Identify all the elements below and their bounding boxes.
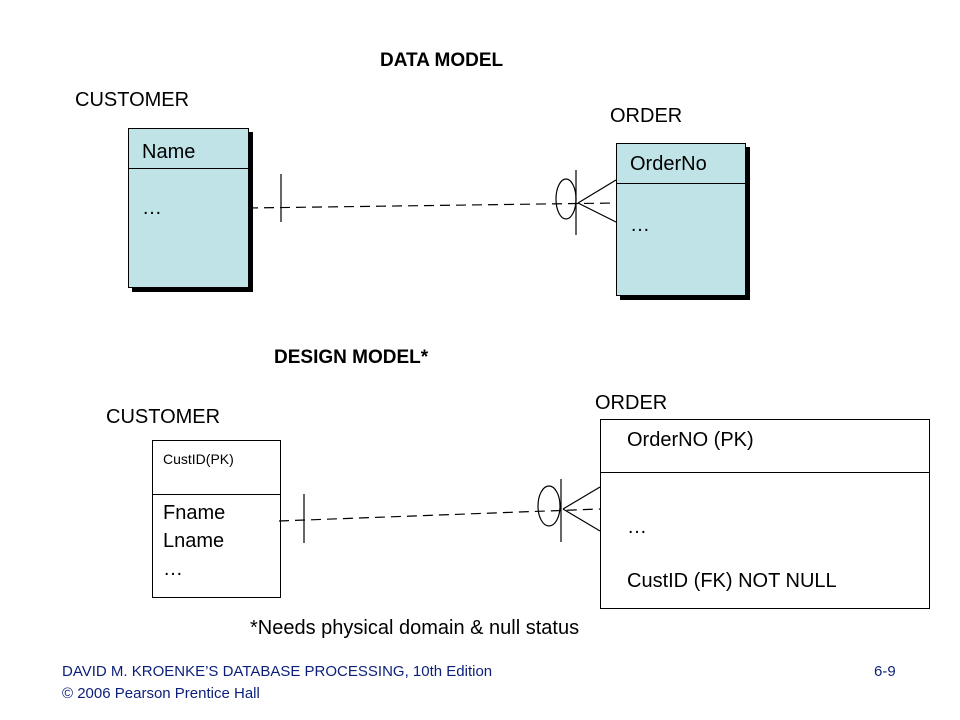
data-customer-header-text: Name <box>142 141 196 163</box>
data-customer-header <box>129 129 248 169</box>
design-relationship-line <box>278 508 601 522</box>
design-order-table[interactable]: OrderNO (PK) … CustID (FK) NOT NULL <box>600 419 930 609</box>
design-order-separator <box>601 472 929 473</box>
design-customer-separator <box>153 494 280 495</box>
data-customer-entity[interactable]: Name … <box>128 128 249 288</box>
design-order-pk: OrderNO (PK) <box>627 429 754 451</box>
design-customer-field-more: … <box>163 558 183 580</box>
data-order-header-text: OrderNo <box>630 153 707 175</box>
design-order-field-more: … <box>627 516 647 538</box>
design-order-label: ORDER <box>595 392 668 414</box>
data-order-label: ORDER <box>610 105 683 127</box>
design-crow-upper <box>562 486 601 510</box>
design-optional-circle <box>537 485 561 527</box>
data-order-entity[interactable]: OrderNo … <box>616 143 746 296</box>
footer-book-title: DAVID M. KROENKE’S DATABASE PROCESSING, … <box>62 663 493 680</box>
data-order-body-text: … <box>630 214 650 236</box>
data-order-header <box>617 144 745 184</box>
design-crow-lower <box>562 508 601 532</box>
data-crow-lower <box>577 202 617 223</box>
design-customer-pk: CustID(PK) <box>163 451 234 467</box>
footer-copyright: © 2006 Pearson Prentice Hall <box>62 685 260 702</box>
data-customer-body-text: … <box>142 197 162 219</box>
design-customer-field-fname: Fname <box>163 502 226 524</box>
design-model-title: DESIGN MODEL* <box>274 347 429 368</box>
design-customer-table[interactable]: CustID(PK) Fname Lname … <box>152 440 281 598</box>
footnote: *Needs physical domain & null status <box>250 617 580 639</box>
data-relationship-line <box>247 202 617 209</box>
data-crow-upper <box>577 179 617 204</box>
design-customer-label: CUSTOMER <box>106 406 221 428</box>
design-customer-field-lname: Lname <box>163 530 225 552</box>
data-customer-label: CUSTOMER <box>75 89 190 111</box>
data-model-title: DATA MODEL <box>380 50 504 71</box>
design-order-field-custid: CustID (FK) NOT NULL <box>627 570 837 592</box>
data-optional-circle <box>555 178 577 220</box>
slide-number: 6-9 <box>874 663 896 680</box>
